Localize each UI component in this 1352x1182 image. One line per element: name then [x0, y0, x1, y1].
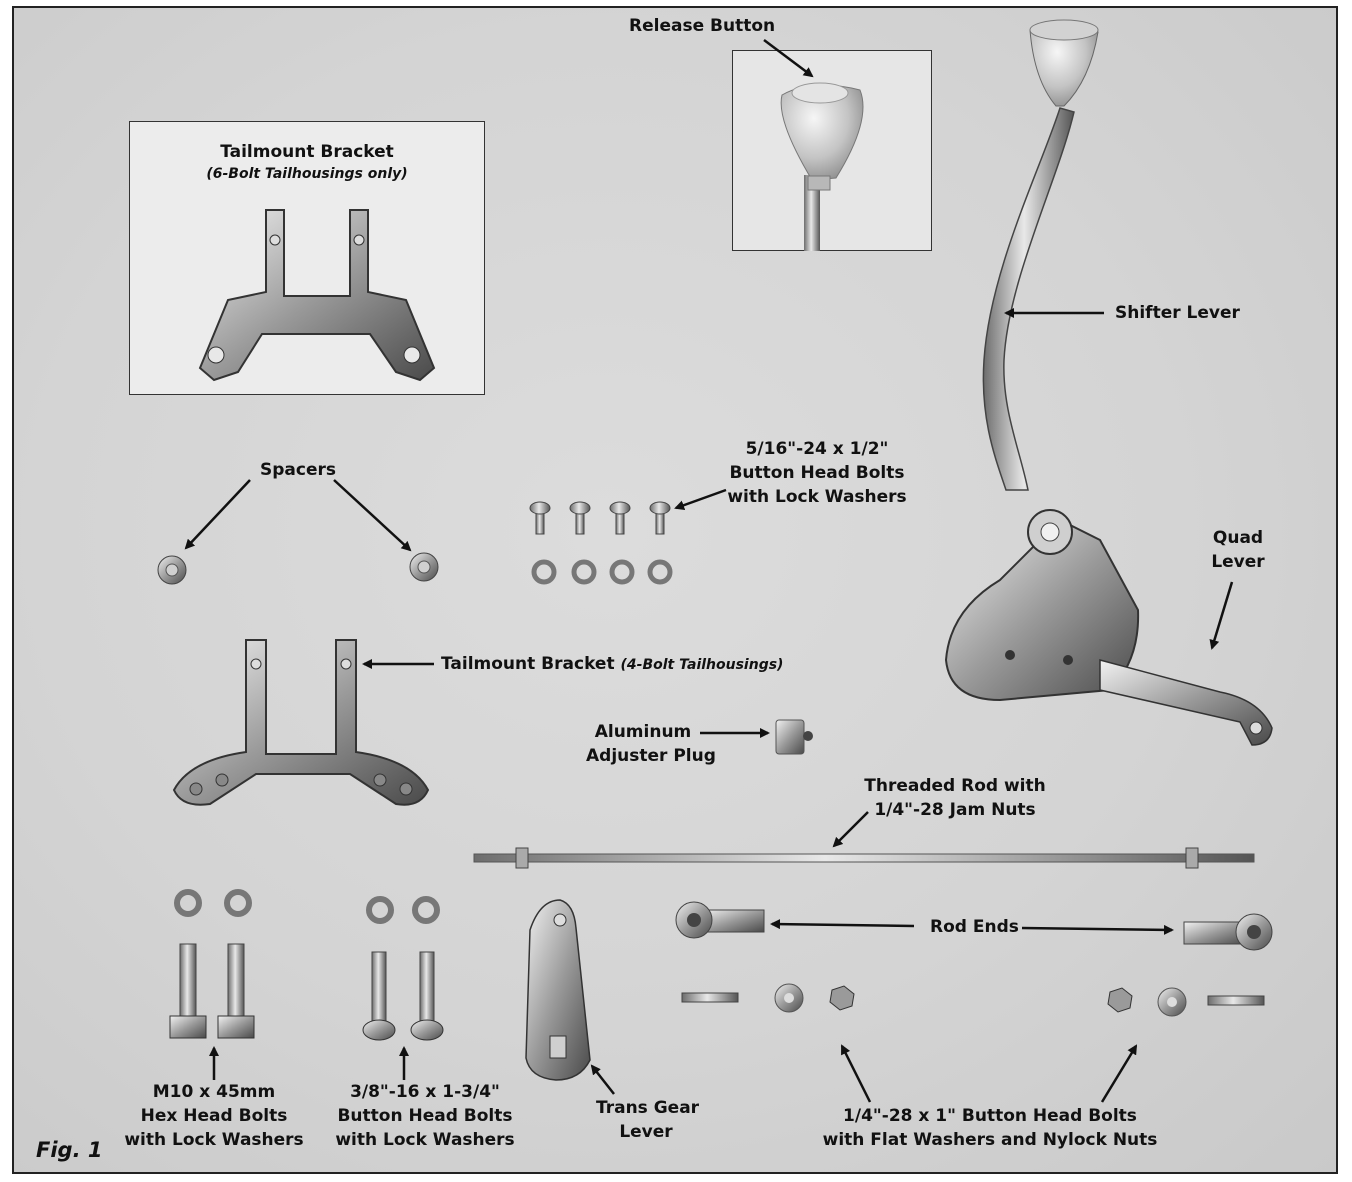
- hex-bolts-line1: M10 x 45mm: [124, 1080, 304, 1104]
- button-bolts-516-image: [530, 502, 670, 582]
- hex-bolts-line2: Hex Head Bolts: [124, 1104, 304, 1128]
- rod-ends-label: Rod Ends: [930, 915, 1019, 939]
- shifter-lever-label: Shifter Lever: [1115, 301, 1240, 325]
- tailmount-6bolt-note: (6-Bolt Tailhousings only): [129, 164, 485, 183]
- quad-lever-label: Quad Lever: [1204, 526, 1272, 574]
- small-bolts-line1: 1/4"-28 x 1" Button Head Bolts: [820, 1104, 1160, 1128]
- button-bolts-38-image: [363, 899, 443, 1040]
- trans-gear-lever-label: Trans Gear Lever: [596, 1096, 696, 1144]
- button-bolts-38-label: 3/8"-16 x 1-3/4" Button Head Bolts with …: [330, 1080, 520, 1152]
- tailmount-4bolt-label: Tailmount Bracket (4-Bolt Tailhousings): [441, 652, 783, 677]
- tailmount-6bolt-note-text: (6-Bolt Tailhousings only): [206, 166, 407, 182]
- spacers-label: Spacers: [260, 458, 336, 482]
- trans-gear-line2: Lever: [596, 1120, 696, 1144]
- release-button-knob-image: [781, 83, 863, 251]
- small-bolts-label: 1/4"-28 x 1" Button Head Bolts with Flat…: [820, 1104, 1160, 1152]
- threaded-rod-line2: 1/4"-28 Jam Nuts: [860, 798, 1050, 822]
- figure-number: Fig. 1: [36, 1138, 102, 1162]
- hex-bolts-image: [170, 892, 254, 1038]
- tailmount-6bolt-title-text: Tailmount Bracket: [129, 140, 485, 164]
- button-bolts-38-line3: with Lock Washers: [330, 1128, 520, 1152]
- button-bolts-38-line2: Button Head Bolts: [330, 1104, 520, 1128]
- quad-lever-line1: Quad: [1204, 526, 1272, 550]
- adjuster-plug-label: Aluminum Adjuster Plug: [586, 720, 700, 768]
- tailmount-4bolt-title: Tailmount Bracket: [441, 654, 615, 674]
- tailmount-6bolt-title: Tailmount Bracket (6-Bolt Tailhousings o…: [129, 140, 485, 183]
- adjuster-plug-image: [776, 720, 813, 754]
- button-bolts-516-label: 5/16"-24 x 1/2" Button Head Bolts with L…: [722, 437, 912, 509]
- small-bolts-line2: with Flat Washers and Nylock Nuts: [820, 1128, 1160, 1152]
- hex-bolts-label: M10 x 45mm Hex Head Bolts with Lock Wash…: [124, 1080, 304, 1152]
- button-bolts-38-line1: 3/8"-16 x 1-3/4": [330, 1080, 520, 1104]
- tailmount-bracket-6bolt-image: [200, 210, 434, 380]
- quad-lever-line2: Lever: [1204, 550, 1272, 574]
- release-button-label: Release Button: [629, 14, 775, 38]
- button-bolts-516-line2: Button Head Bolts: [722, 461, 912, 485]
- button-bolts-516-line1: 5/16"-24 x 1/2": [722, 437, 912, 461]
- threaded-rod-line1: Threaded Rod with: [860, 774, 1050, 798]
- button-bolts-516-line3: with Lock Washers: [722, 485, 912, 509]
- small-hardware-image: [682, 984, 1264, 1016]
- threaded-rod-image: [474, 848, 1254, 868]
- adjuster-plug-line2: Adjuster Plug: [586, 744, 700, 768]
- threaded-rod-label: Threaded Rod with 1/4"-28 Jam Nuts: [860, 774, 1050, 822]
- hex-bolts-line3: with Lock Washers: [124, 1128, 304, 1152]
- adjuster-plug-line1: Aluminum: [586, 720, 700, 744]
- trans-gear-lever-image: [526, 900, 590, 1080]
- shifter-lever-image: [946, 20, 1272, 745]
- tailmount-4bolt-note: (4-Bolt Tailhousings): [621, 657, 784, 673]
- spacers-image: [158, 553, 438, 584]
- trans-gear-line1: Trans Gear: [596, 1096, 696, 1120]
